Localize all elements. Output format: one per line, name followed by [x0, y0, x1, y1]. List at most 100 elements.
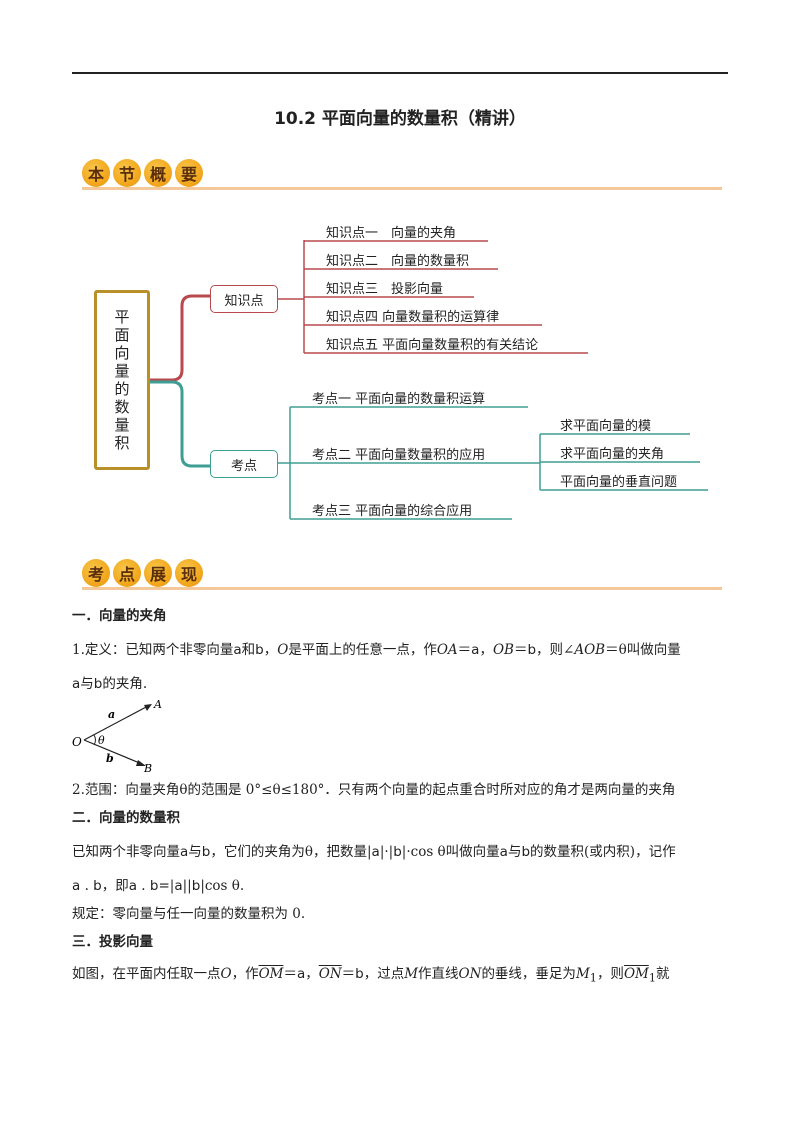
section-heading: 一．向量的夹角: [72, 608, 167, 624]
zero-vector-rule: 规定：零向量与任一向量的数量积为 0.: [72, 906, 306, 922]
text: 就: [656, 966, 670, 982]
knowledge-item: 知识点一 向量的夹角: [326, 226, 457, 241]
exam2-sub-item: 平面向量的垂直问题: [560, 475, 678, 490]
text: ，: [305, 966, 319, 982]
vector-a: a: [72, 878, 81, 894]
text: ，: [479, 642, 493, 658]
vector-b: b: [201, 844, 211, 860]
text: ，作: [231, 966, 259, 982]
banner-chip: 点: [113, 559, 141, 587]
mindmap-branch-exam: 考点: [210, 450, 278, 478]
line-on: ON: [458, 966, 482, 982]
vector-a: a: [499, 844, 508, 860]
subscript: 1: [589, 971, 597, 985]
text: 作直线: [418, 966, 459, 982]
vector-b: b: [527, 642, 537, 658]
point-m: M: [404, 966, 419, 982]
banner-underline: [82, 187, 722, 190]
top-rule: [72, 72, 728, 74]
text: =|: [158, 878, 175, 894]
root-char: 量: [114, 416, 130, 434]
banner-chip: 本: [82, 159, 110, 187]
dot-product-line-2: a . b，即a . b=|a||b|cos θ.: [72, 874, 244, 894]
banner-chip: 概: [144, 159, 172, 187]
vector-b: b: [93, 676, 103, 692]
text: 如图，在平面内任取一点: [72, 966, 221, 982]
vector-om: OM: [258, 966, 284, 982]
text: 1.定义：已知两个非零向量: [72, 642, 234, 658]
text: .: [137, 878, 150, 894]
text: ＝: [283, 966, 297, 982]
vector-a: a: [128, 878, 138, 894]
vector-b: b: [355, 966, 364, 982]
text: 和: [241, 642, 256, 658]
label-theta: θ: [98, 734, 105, 747]
segment-ob: OB: [492, 642, 514, 658]
mindmap-branch-knowledge: 知识点: [210, 285, 278, 313]
root-char: 量: [114, 362, 130, 380]
vector-a: a: [233, 642, 242, 658]
text: |·|: [379, 844, 394, 860]
vector-a: a: [371, 844, 380, 860]
vector-a: a: [72, 676, 81, 692]
label-b-point: B: [143, 762, 152, 772]
root-char: 面: [114, 326, 130, 344]
vector-b: b: [191, 878, 201, 894]
knowledge-item: 知识点四 向量数量积的运算律: [326, 310, 500, 325]
text: ||: [182, 878, 192, 894]
text: 与: [80, 676, 94, 692]
section-heading: 三．投影向量: [72, 934, 153, 950]
text: ＝: [341, 966, 356, 982]
text: .: [80, 878, 94, 894]
knowledge-item: 知识点二 向量的数量积: [326, 254, 470, 269]
root-char: 的: [114, 380, 130, 398]
knowledge-item: 知识点三 投影向量: [326, 282, 444, 297]
vector-on: ON: [318, 966, 342, 982]
exam-item: 考点二 平面向量数量积的应用: [312, 448, 486, 463]
label-o: O: [72, 735, 82, 749]
text: ＝θ叫做向量: [605, 642, 681, 658]
dot-product-line-1: 已知两个非零向量a与b，它们的夹角为θ，把数量|a|·|b|·cos θ叫做向量…: [72, 840, 676, 860]
text: ＝: [513, 642, 528, 658]
vector-a: a: [174, 878, 183, 894]
banner-chip: 节: [113, 159, 141, 187]
banner-underline: [82, 587, 722, 590]
banner-chip: 现: [175, 559, 203, 587]
vector-om1: OM: [623, 966, 649, 982]
angle-aob: AOB: [574, 642, 606, 658]
point-o: O: [220, 966, 232, 982]
section-banner-overview: 本 节 概 要: [82, 159, 206, 187]
text: |cos θ.: [200, 878, 245, 894]
section-heading: 二．向量的数量积: [72, 810, 180, 826]
text: 与: [507, 844, 522, 860]
page-title: 10.2 平面向量的数量积（精讲）: [274, 109, 526, 129]
label-vector-a: a: [108, 708, 115, 721]
knowledge-item: 知识点五 平面向量数量积的有关结论: [326, 338, 539, 353]
root-char: 数: [114, 398, 130, 416]
angle-figure: O θ A B a b: [72, 698, 162, 772]
text: ，过点: [363, 966, 405, 982]
vector-b: b: [393, 844, 402, 860]
vector-b: b: [521, 844, 531, 860]
vector-b: b: [255, 642, 264, 658]
segment-oa: OA: [436, 642, 458, 658]
exam2-sub-item: 求平面向量的夹角: [560, 447, 665, 462]
mindmap-root: 平 面 向 量 的 数 量 积: [94, 290, 150, 470]
text: ，: [263, 642, 278, 658]
text: 与: [188, 844, 202, 860]
text: 的垂线，垂足为: [481, 966, 576, 982]
label-a-point: A: [153, 698, 162, 711]
exam2-sub-item: 求平面向量的模: [560, 419, 652, 434]
definition-line-1: 1.定义：已知两个非零向量a和b，O是平面上的任意一点，作OA＝a，OB＝b，则…: [72, 638, 681, 658]
point-m1: M: [575, 966, 590, 982]
projection-line-1: 如图，在平面内任取一点O，作OM＝a，ON＝b，过点M作直线ON的垂线，垂足为M…: [72, 962, 670, 985]
vector-a: a: [471, 642, 480, 658]
definition-line-2: a与b的夹角.: [72, 672, 147, 692]
text: ，它们的夹角为θ，把数量|: [210, 844, 372, 860]
point-o: O: [277, 642, 289, 658]
range-line: 2.范围：向量夹角θ的范围是 0°≤θ≤180°．只有两个向量的起点重合时所对应…: [72, 782, 676, 798]
vector-b: b: [149, 878, 159, 894]
exam-item: 考点一 平面向量的数量积运算: [312, 392, 486, 407]
banner-chip: 考: [82, 559, 110, 587]
